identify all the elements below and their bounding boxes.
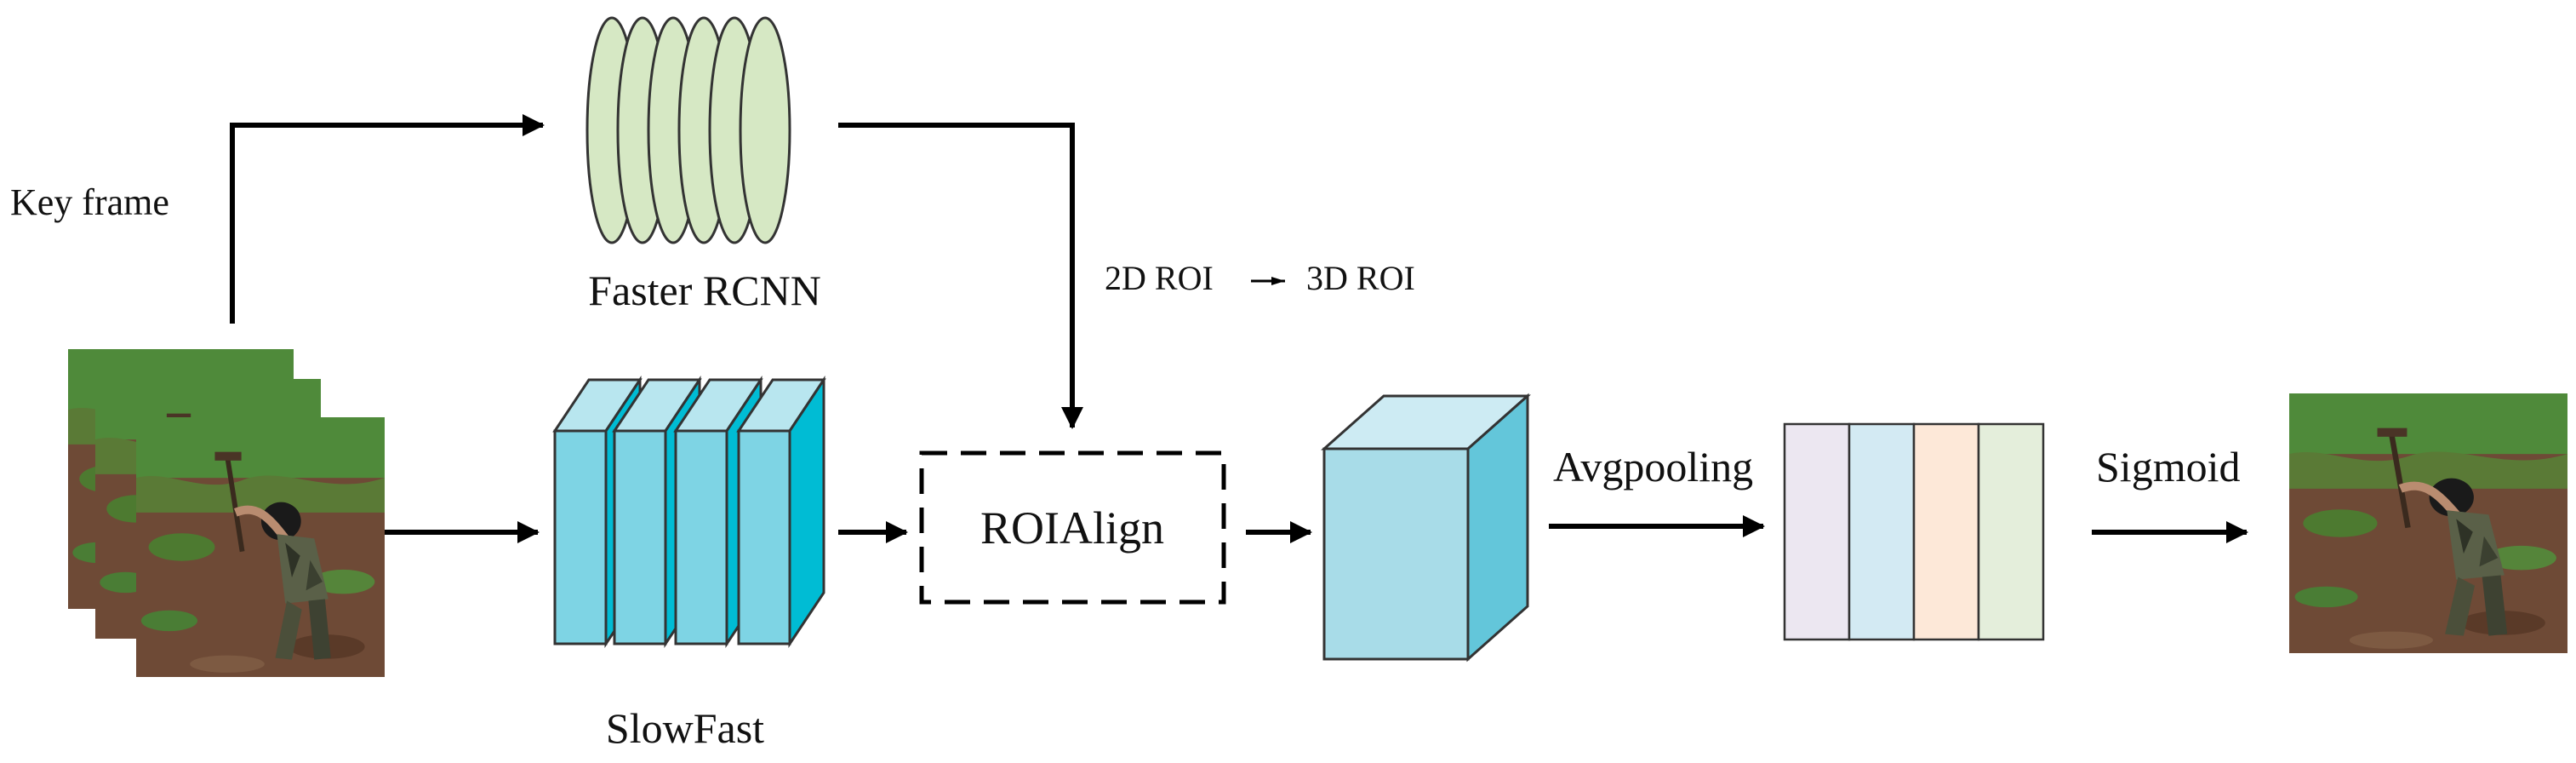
roi-feature-cube-icon xyxy=(1321,393,1531,663)
pool-bar-2 xyxy=(1848,422,1916,641)
faster-rcnn-label: Faster RCNN xyxy=(588,267,821,314)
sigmoid-label: Sigmoid xyxy=(2096,443,2240,490)
roi-2d-label: 2D ROI xyxy=(1105,259,1214,297)
faster-rcnn-block: Faster RCNN xyxy=(585,16,821,314)
feature-map-stack-icon xyxy=(552,376,826,648)
roialign-label: ROIAlign xyxy=(980,502,1164,554)
key-frame-label: Key frame xyxy=(10,181,169,223)
avgpooling-label: Avgpooling xyxy=(1553,443,1753,490)
roialign-block: ROIAlign xyxy=(919,450,1226,605)
roi-conversion-label: 2D ROI 3D ROI xyxy=(1105,259,1415,297)
slowfast-block: SlowFast xyxy=(552,376,826,752)
pool-bar-3 xyxy=(1912,422,1980,641)
pool-bar-4 xyxy=(1977,422,2045,641)
output-frame xyxy=(2289,393,2567,653)
slowfast-label: SlowFast xyxy=(606,704,764,752)
key-frame-arrow xyxy=(230,114,545,324)
input-frame-stack xyxy=(68,349,385,677)
pool-bar-1 xyxy=(1783,422,1851,641)
detector-to-roialign-arrow xyxy=(838,123,1083,429)
video-frame-stack-icon xyxy=(68,349,385,677)
detector-disc-stack-icon xyxy=(585,16,791,244)
roi-3d-label: 3D ROI xyxy=(1306,259,1415,297)
pooled-feature-vector-icon xyxy=(1783,422,2045,641)
detected-action-frame-icon xyxy=(2289,393,2567,653)
roialign-box xyxy=(919,450,1226,605)
